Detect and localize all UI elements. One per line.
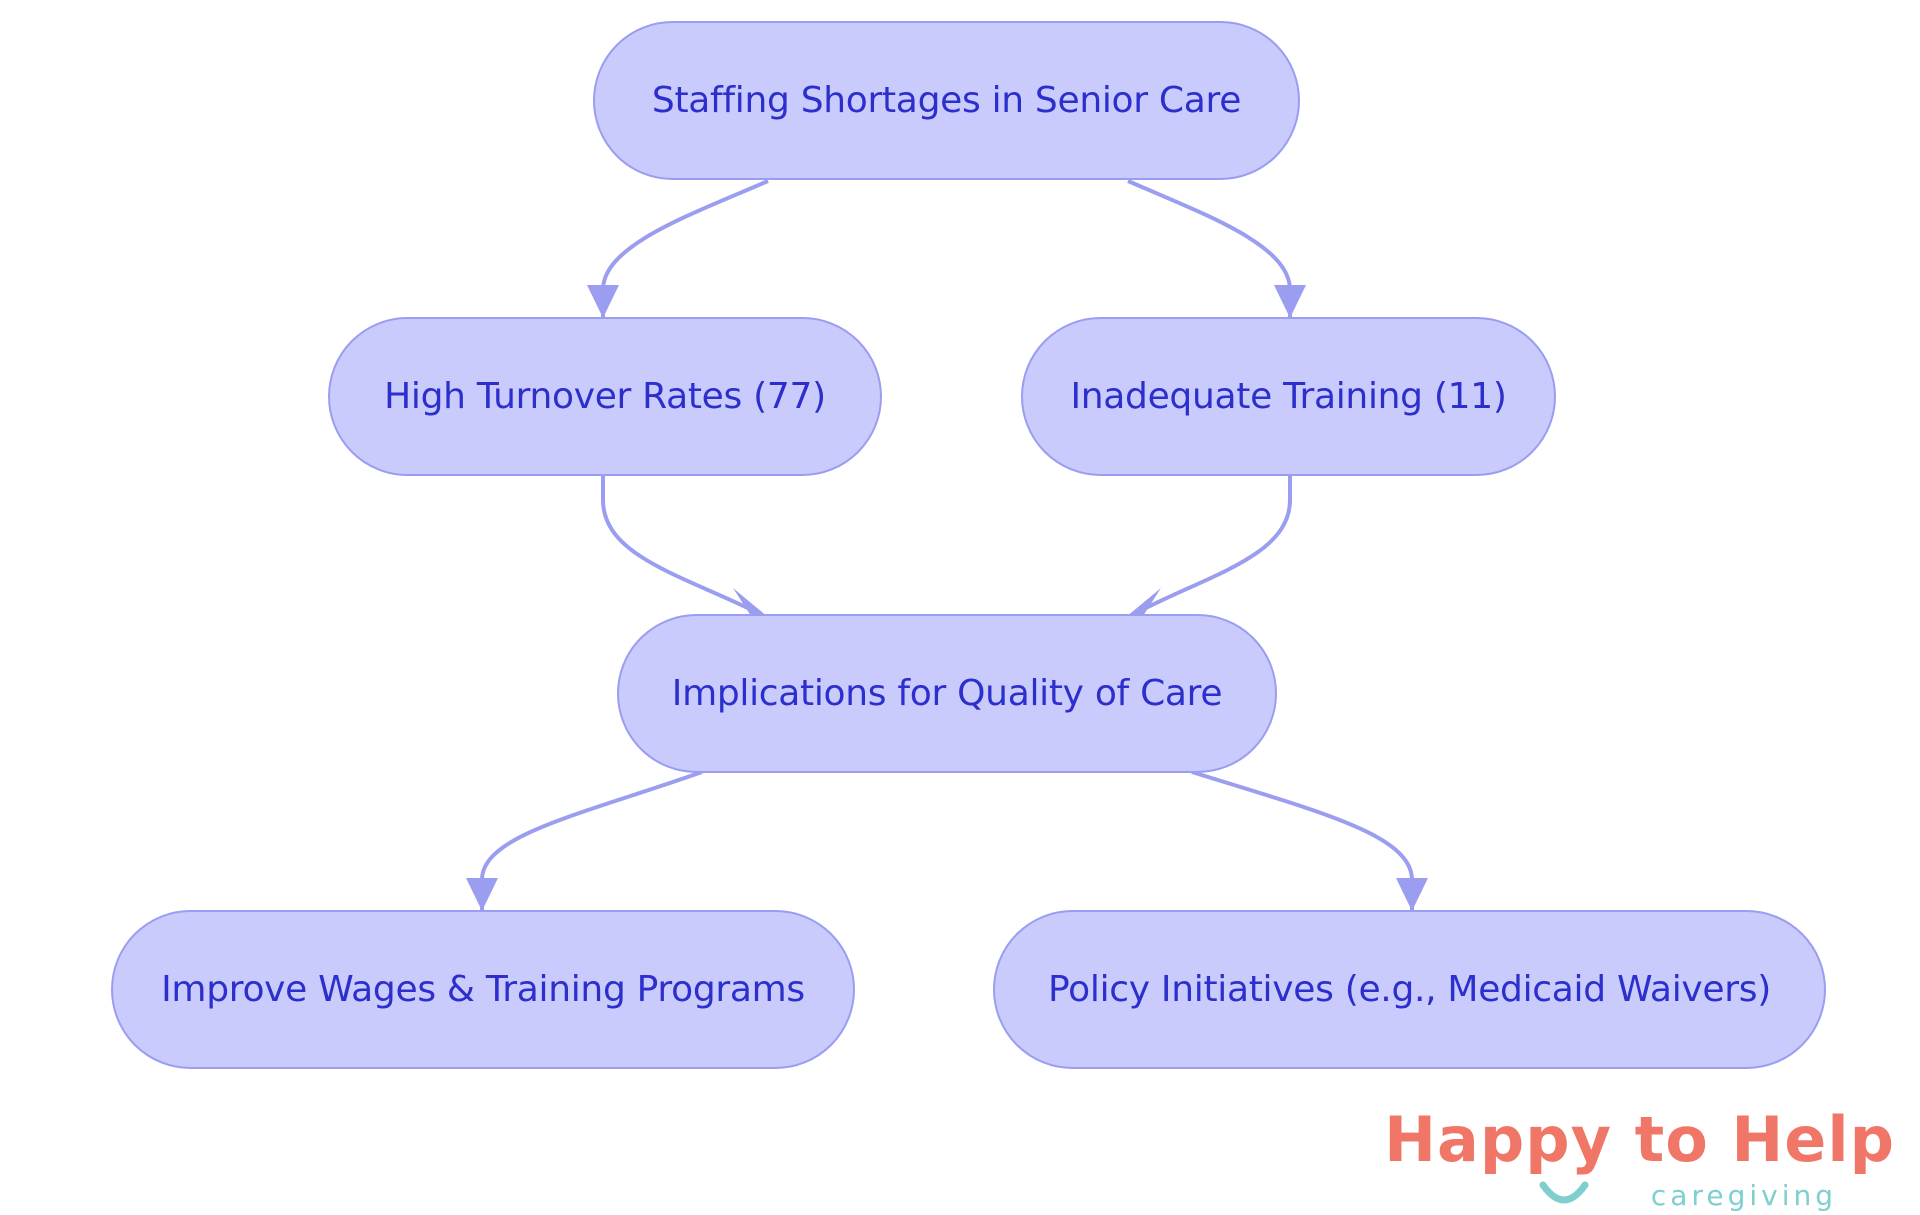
edge-turnover-to-implications <box>601 476 753 612</box>
arrowhead-turnover <box>587 285 619 318</box>
node-policy-initiatives: Policy Initiatives (e.g., Medicaid Waive… <box>993 910 1826 1069</box>
arrowhead-policy <box>1396 878 1428 911</box>
node-inadequate-training: Inadequate Training (11) <box>1021 317 1556 476</box>
edge-root-to-turnover <box>601 179 769 318</box>
node-implications: Implications for Quality of Care <box>617 614 1277 773</box>
edge-implications-to-wages <box>480 770 703 910</box>
node-policy-initiatives-label: Policy Initiatives (e.g., Medicaid Waive… <box>1048 969 1771 1010</box>
arrowhead-implications-right <box>1126 588 1161 617</box>
node-staffing-shortages: Staffing Shortages in Senior Care <box>593 21 1300 180</box>
smile-icon <box>1539 1181 1589 1204</box>
arrowhead-training <box>1274 285 1306 318</box>
node-inadequate-training-label: Inadequate Training (11) <box>1070 376 1507 417</box>
logo-title: Happy to Help <box>1384 1105 1895 1175</box>
brand-logo: Happy to Help caregiving <box>1384 1105 1895 1215</box>
node-high-turnover-label: High Turnover Rates (77) <box>384 376 826 417</box>
edge-training-to-implications <box>1141 476 1292 612</box>
node-improve-wages-label: Improve Wages & Training Programs <box>161 969 805 1010</box>
node-improve-wages: Improve Wages & Training Programs <box>111 910 855 1069</box>
edge-root-to-training <box>1127 179 1292 318</box>
arrowhead-wages <box>466 878 498 911</box>
node-high-turnover: High Turnover Rates (77) <box>328 317 882 476</box>
logo-title-text: Happy to Help <box>1384 1103 1895 1176</box>
node-implications-label: Implications for Quality of Care <box>671 673 1223 714</box>
node-staffing-shortages-label: Staffing Shortages in Senior Care <box>651 80 1242 121</box>
edge-implications-to-policy <box>1191 770 1414 910</box>
logo-subtitle: caregiving <box>1650 1179 1837 1212</box>
arrowhead-implications-left <box>733 588 768 617</box>
